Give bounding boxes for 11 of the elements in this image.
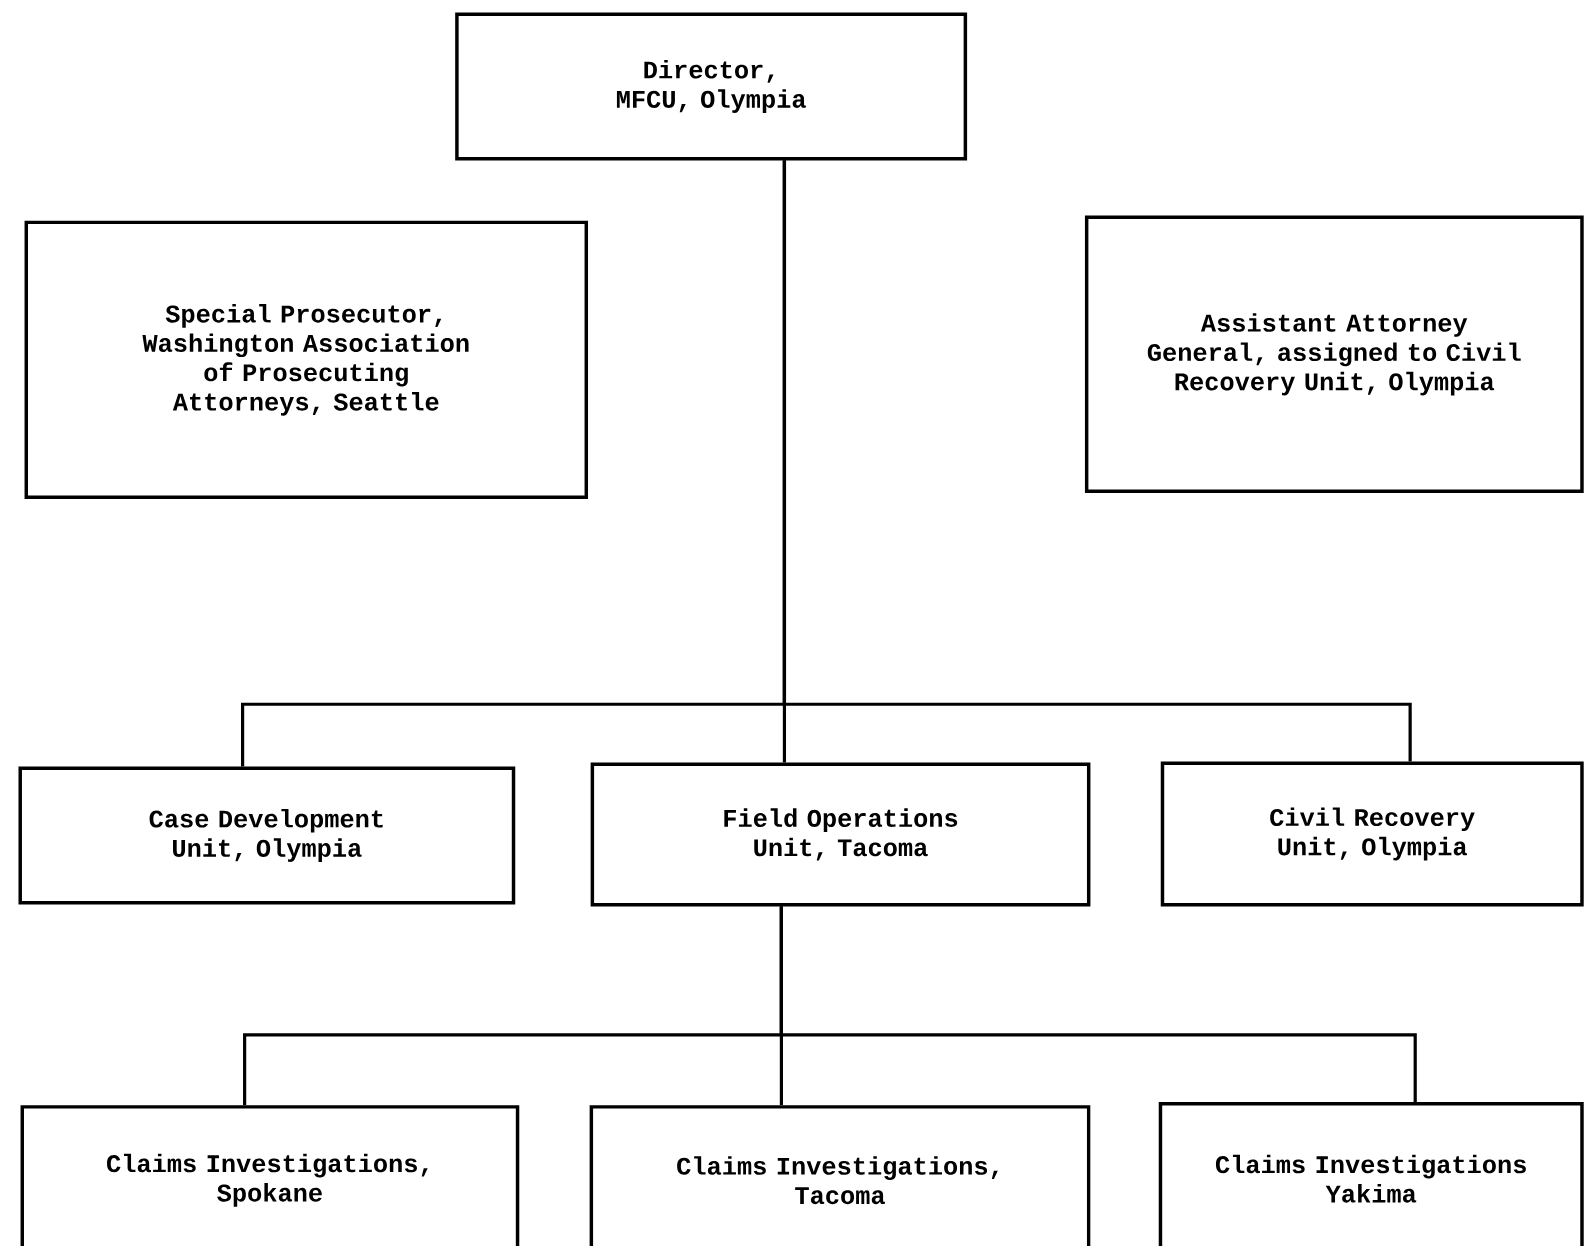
unit-box: Special Prosecutor, Washington Association of Prosecuting Attorneys, Seattle	[24, 220, 589, 499]
unit-box: Civil Recovery Unit, Olympia	[1160, 761, 1584, 907]
unit-box: Director, MFCU, Olympia	[455, 12, 968, 161]
unit-box: Field Operations Unit, Tacoma	[590, 762, 1091, 907]
connector-line	[779, 906, 1417, 1102]
unit-box: Case Development Unit, Olympia	[18, 766, 516, 905]
connector-line	[782, 160, 1412, 762]
unit-box: Claims Investigations, Tacoma	[589, 1104, 1091, 1246]
unit-box: Claims Investigations Yakima	[1158, 1101, 1584, 1246]
unit-box: Claims Investigations, Spokane	[20, 1104, 520, 1246]
unit-box: Assistant Attorney General, assigned to Civil Recovery Unit, Olympia	[1084, 215, 1584, 493]
